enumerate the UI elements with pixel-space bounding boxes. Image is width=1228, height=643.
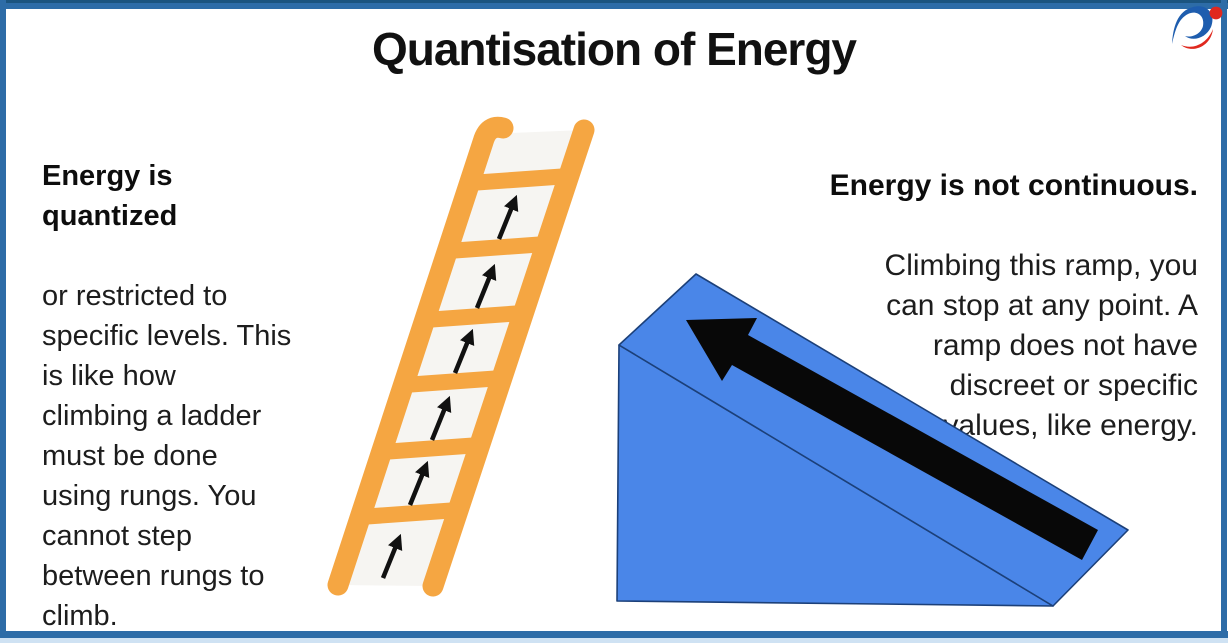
up-arrow-icon [407,460,430,506]
frame-right-border [1221,0,1227,643]
ladder-right-rail [422,119,595,597]
logo-blue-swoosh [1172,6,1213,45]
ladder-rungs [359,168,570,525]
ladder-rung [359,502,459,525]
logo-red-crescent [1181,29,1213,49]
logo-red-dot [1209,6,1223,20]
up-arrow-icon [452,328,475,374]
frame-left-border [0,0,6,643]
ladder-rung [403,370,503,393]
ramp-explanation-heading: Energy is not continuous. [829,169,1198,202]
ladder-rung [424,305,524,328]
frame-bottom-border [0,631,1228,638]
ramp-slope-arrow-icon [686,318,1098,560]
ladder-left-rail [327,116,514,596]
frame-top-border [0,3,1228,9]
ramp-explanation-body: Climbing this ramp, you can stop at any … [884,249,1198,442]
page-title: Quantisation of Energy [371,23,857,75]
up-arrow-icon [474,263,497,309]
ladder-explanation-heading: Energy is quantized [42,160,178,232]
ladder-rung [447,236,547,259]
ladder-rung [469,168,570,191]
up-arrow-icon [496,194,519,240]
ladder-explanation-body: or restricted to specific levels. This i… [42,280,292,632]
up-arrow-icon [429,395,452,441]
logo-swoosh-icon [1172,6,1223,49]
ramp-explanation-text: Energy is not continuous. Climbing this … [738,126,1198,486]
ladder-explanation-text: Energy is quantized or restricted to spe… [42,116,372,643]
frame-top-dark-line [0,0,1228,3]
up-arrow-icon [380,533,403,579]
ladder-climb-arrows [380,194,519,579]
frame-bottom-light-strip [0,638,1228,643]
ladder-rung [381,437,481,460]
